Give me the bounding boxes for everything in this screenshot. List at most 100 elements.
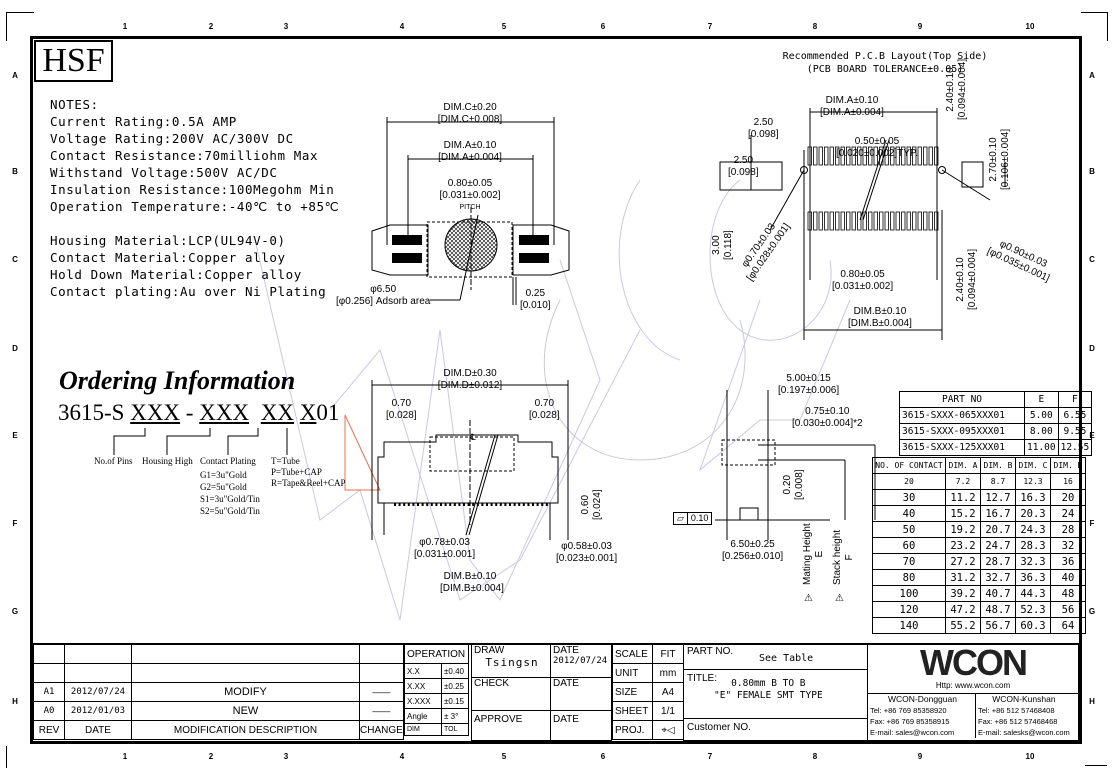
sheet-info-value: ⌖◁ [652,720,684,740]
sheet-info-label: SHEET [612,701,653,721]
rev-header: MODIFICATION DESCRIPTION [131,720,360,740]
contact-tooth [421,503,424,506]
contact-tooth [509,503,511,506]
dim-table-cell: 44.3 [1015,585,1051,602]
contact-tooth [513,503,516,506]
company-url: Http: www.wcon.com [935,681,1011,690]
zone-column-label: 9 [917,22,923,31]
part-table-cell: 3615-SXXX-125XXX01 [899,439,1025,456]
dim-table-cell: 20.7 [980,521,1016,538]
post-078: φ0.78±0.03[0.031±0.001] [414,537,476,560]
pad-row-bottom [807,211,939,231]
dim-table-cell: 16.3 [1015,489,1051,506]
part-table-cell: 5.00 [1024,407,1059,424]
packing-option: R=Tape&Reel+CAP [271,478,346,488]
zone-column-label: 2 [208,22,214,31]
dim-table-cell: 8.7 [980,473,1016,490]
pcb-pad [807,146,812,166]
title-area: PART NO. See Table TITLE: 0.80mm B TO B … [683,644,868,741]
pcb-pad [917,146,922,166]
contact-teeth [394,503,548,506]
tolerance-title: OPERATION [404,644,469,664]
spec-line: Contact Resistance:70milliohm Max [50,148,319,163]
signoff-dates: DATE 2012/07/24 DATE DATE [550,644,612,741]
revision-cell: MODIFY [131,682,360,702]
plating-option: S2=5u"Gold/Tin [200,506,260,516]
zone-row-label: A [1089,71,1095,80]
pcb-dim-a: DIM.A±0.10[DIM.A±0.004] [820,95,884,118]
plating-option: G1=3u"Gold [200,470,247,480]
zone-row-label: E [1089,431,1095,440]
tolerance-footer: DIM [404,723,442,736]
zone-column-label: 7 [707,752,713,761]
material-line: Contact Material:Copper alloy [50,250,286,265]
pad-row-top [807,146,939,166]
dim-table-cell: 40 [872,505,946,522]
pcb-pad [840,146,845,166]
gap-label: 0.25[0.010] [520,288,551,311]
pcb-pad [818,211,823,231]
contact-tooth [412,503,415,506]
contact-tooth [518,503,521,506]
dim-table-cell: 32 [1050,537,1086,554]
packing-options: T=Tube P=Tube+CAP R=Tape&Reel+CAP [271,456,346,489]
contact-tooth [458,503,461,506]
zone-column-label: 1 [122,752,128,761]
revision-row [33,644,404,664]
pcb-layout-title: Recommended P.C.B Layout(Top Side)(PCB B… [782,51,988,75]
title-label: TITLE: [687,673,718,684]
pcb-pad [917,211,922,231]
dim-table-cell: 19.2 [945,521,981,538]
pcb-pad [901,211,906,231]
contact-tooth [417,503,419,506]
sheet-info-label: SIZE [612,682,653,702]
pcb-pad [857,146,862,166]
pcb-pad [912,211,917,231]
rev-header: CHANGE [359,720,404,740]
rev-header: REV [33,720,65,740]
pcb-pad [873,146,878,166]
contact-tooth [435,503,438,506]
code-housing: XXX [199,400,250,425]
dim-d-label: DIM.D±0.30[DIM.D±0.012] [437,368,503,391]
contact-tooth [394,503,396,506]
part-table-cell: 8.00 [1024,423,1059,440]
label-housing-high: Housing High [142,456,193,466]
dim-table-cell: 56.7 [980,617,1016,634]
dim-table-cell: 12.3 [1015,473,1051,490]
dim-table-cell: 70 [872,553,946,570]
dim-table-cell: 32.3 [1015,553,1051,570]
dim-table-cell: 60.3 [1015,617,1051,634]
zone-column-label: 7 [707,22,713,31]
warning-icon: ⚠ [835,593,844,604]
tolerance-value: ±0.25 [441,678,469,694]
revision-cell [64,644,132,664]
contact-tooth [444,503,447,506]
zone-column-label: 10 [1025,752,1035,761]
contact-tooth [467,503,470,506]
contact-tooth [490,503,493,506]
dim-c-label: DIM.C±0.20[DIM.C±0.008] [437,102,503,125]
dim-table-cell: 120 [872,601,946,618]
revision-cell [64,663,132,683]
pcb-pad [923,146,928,166]
revision-cell: NEW [131,701,360,721]
zone-row-label: A [12,71,18,80]
zone-column-label: 8 [812,752,818,761]
revision-cell: 2012/07/24 [64,682,132,702]
pcb-pad [923,211,928,231]
pcb-pad [818,146,823,166]
dim-table-cell: 24.7 [980,537,1016,554]
zone-row-label: C [12,255,18,264]
zone-column-label: 8 [812,22,818,31]
tolerance-row: X.XX±0.25 [404,678,469,694]
pcb-pad [884,211,889,231]
